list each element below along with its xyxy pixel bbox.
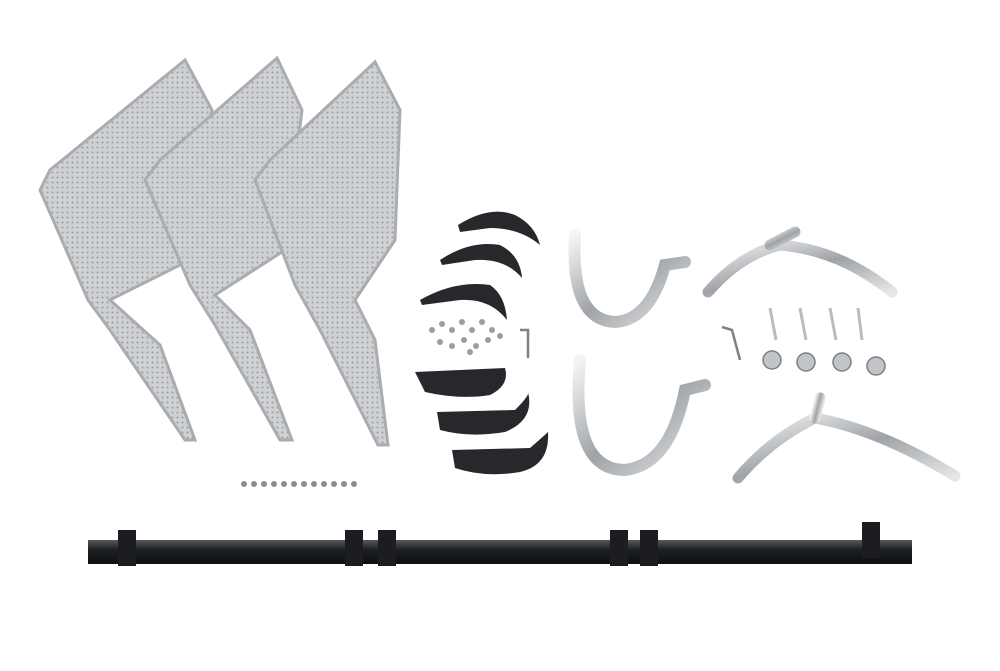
glide-feet (762, 350, 886, 376)
black-crossbeam (88, 522, 912, 566)
mesh-seat-shell (253, 59, 402, 447)
screw-cluster (429, 319, 503, 355)
mesh-seat-shells (38, 55, 402, 447)
allen-key (721, 325, 742, 361)
pins (768, 307, 864, 341)
screw-row (241, 481, 357, 487)
allen-key (520, 328, 530, 358)
chrome-legs (702, 226, 961, 484)
chrome-armrests (568, 229, 711, 477)
black-brackets (415, 211, 549, 475)
